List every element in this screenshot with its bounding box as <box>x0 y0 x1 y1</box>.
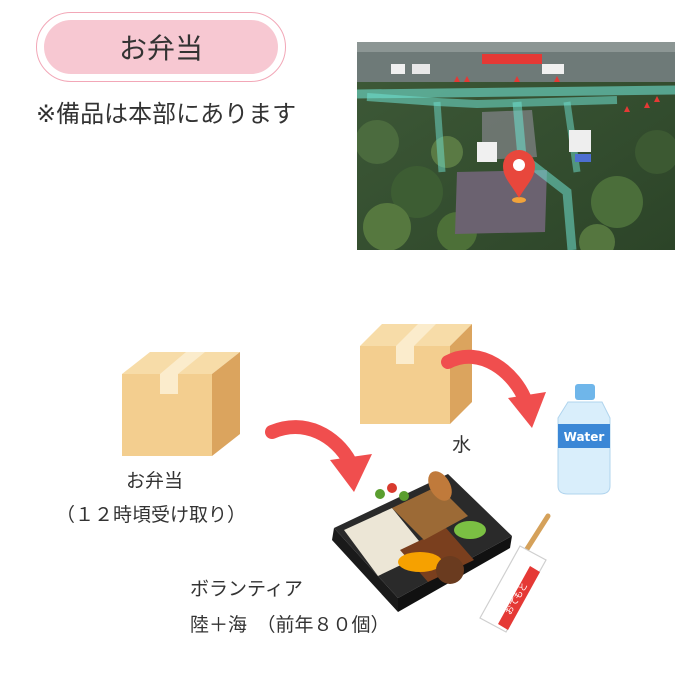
arrow-icon <box>265 420 372 492</box>
volunteer-label-sub: 陸＋海 （前年８０個） <box>190 610 390 637</box>
box-icon <box>360 324 472 424</box>
title-text: お弁当 <box>44 20 278 74</box>
bento-label-sub: （１２時頃受け取り） <box>56 500 246 527</box>
water-bottle-icon: Water <box>557 384 611 495</box>
map-pin-icon <box>503 150 535 203</box>
box-icon <box>122 352 240 456</box>
volunteer-label-line1: ボランティア <box>190 578 303 600</box>
arrow-icon <box>441 349 546 428</box>
water-bottle-label: Water <box>564 430 605 444</box>
aerial-map <box>357 42 675 250</box>
bento-label: お弁当 <box>126 466 183 493</box>
title-badge: お弁当 <box>36 12 286 82</box>
chopsticks-icon: おてもと <box>479 513 551 633</box>
volunteer-label-line2: 陸＋海 （前年８０個） <box>190 614 390 636</box>
bento-box-icon <box>332 471 512 612</box>
volunteer-label: ボランティア <box>190 574 303 601</box>
bento-label-line2: （１２時頃受け取り） <box>56 504 247 526</box>
supplies-note: ※備品は本部にあります <box>36 100 297 128</box>
water-label: 水 <box>452 434 472 456</box>
bento-label-line1: お弁当 <box>126 470 184 492</box>
